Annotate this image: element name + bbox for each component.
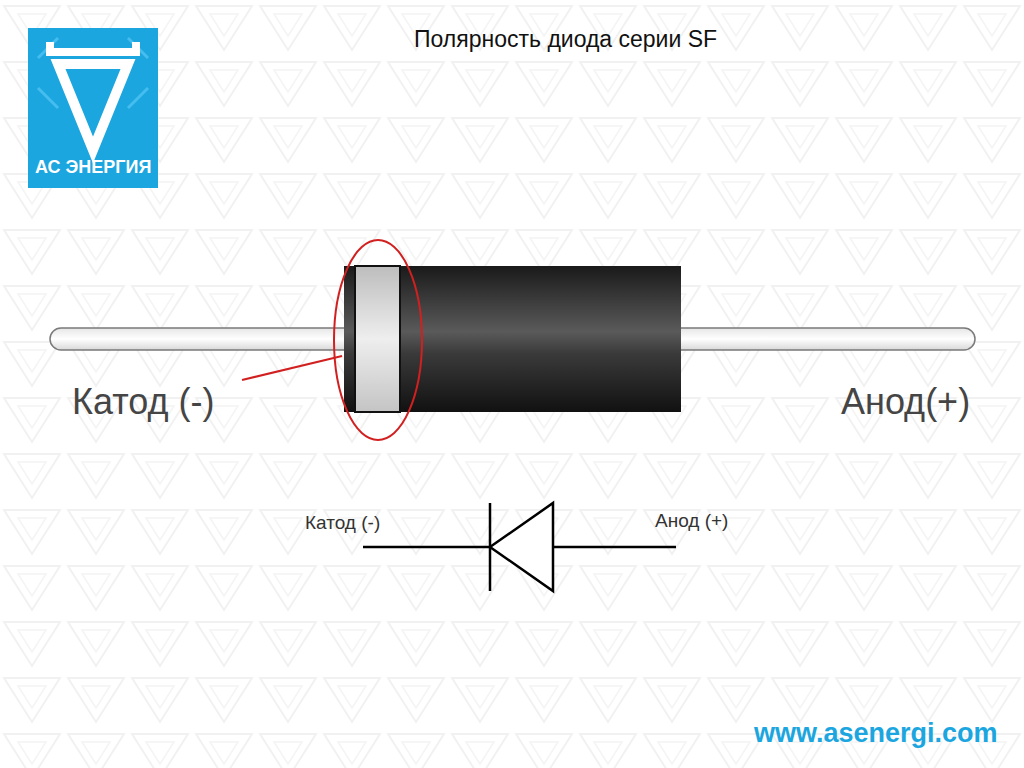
anode-label: Анод(+) (841, 384, 970, 420)
cathode-bar (489, 503, 492, 591)
anode-symbol-label: Анод (+) (655, 511, 728, 530)
highlight-ellipse (334, 240, 422, 440)
website-url: www.asenergi.com (754, 720, 998, 747)
cathode-band (355, 266, 400, 412)
leader-line (242, 356, 342, 380)
logo-text: АС ЭНЕРГИЯ (35, 158, 151, 176)
cathode-label: Катод (-) (72, 384, 215, 420)
cathode-symbol-label: Катод (-) (305, 513, 380, 532)
diode-body (344, 266, 681, 412)
page-title: Полярность диода серии SF (414, 28, 717, 51)
diode-symbol (490, 503, 553, 591)
logo-box: АС ЭНЕРГИЯ (28, 28, 158, 188)
